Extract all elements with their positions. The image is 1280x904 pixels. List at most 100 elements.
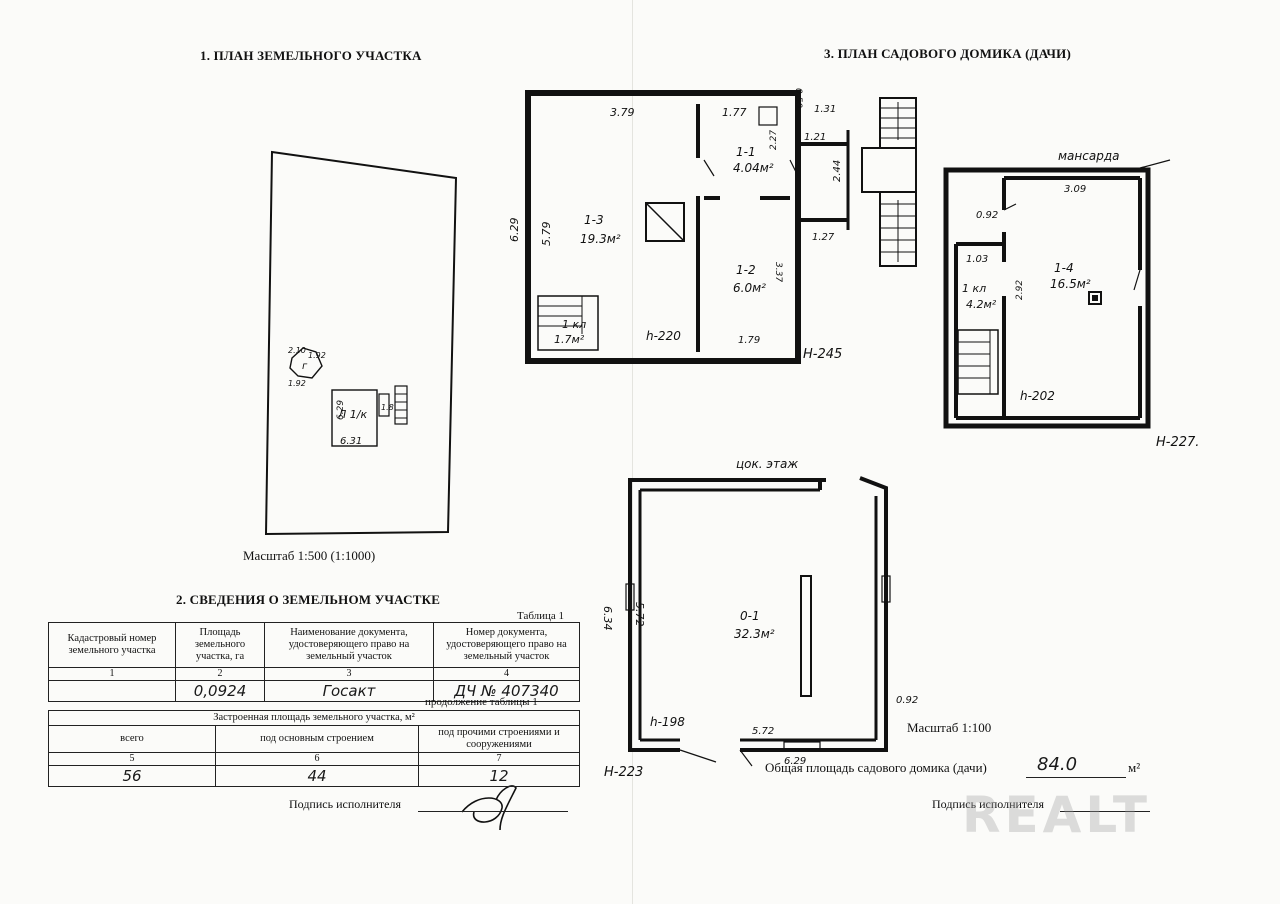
table1-num-3: 3 [264, 667, 434, 681]
table2-num-6: 6 [215, 752, 419, 766]
ff-dim-050: 0.50 [793, 88, 803, 108]
basement-dim-634: 6.34 [601, 606, 614, 631]
signature-label-2: Подпись исполнителя [932, 797, 1044, 811]
signature-label-1: Подпись исполнителя [289, 797, 401, 811]
basement-partition [800, 575, 812, 697]
attic-chimney [1088, 291, 1102, 305]
table1-val-doc-number: ДЧ № 407340 [433, 680, 580, 702]
plot-house [331, 389, 378, 447]
basement-height: h-198 [650, 715, 685, 729]
table1-num-2: 2 [175, 667, 265, 681]
signature-line-2 [1060, 811, 1150, 812]
ff-dim-629: 6.29 [508, 218, 521, 243]
attic-label: мансарда [1058, 149, 1119, 163]
ff-dim-127: 1.27 [812, 232, 835, 243]
ff-dim-177: 1.77 [722, 106, 747, 119]
attic-dim-309: 3.09 [1064, 184, 1086, 195]
total-area-unit: м² [1128, 760, 1141, 775]
table1-val-doc-name: Госакт [264, 680, 434, 702]
room-0-1-id: 0-1 [740, 609, 760, 623]
hex-dim-3: 1.92 [288, 379, 306, 388]
attic-stairs [957, 329, 999, 395]
table2-num-5: 5 [48, 752, 216, 766]
table2-header-main: под основным строением [215, 725, 419, 753]
ff-dim-244: 2.44 [832, 160, 843, 182]
basement-wall-left [628, 478, 826, 752]
attic-H: H-227. [1156, 435, 1199, 450]
table2-header-total: всего [48, 725, 216, 753]
table1-header-area: Площадь земельного участка, га [175, 622, 265, 668]
room-1-1-id: 1-1 [736, 145, 756, 159]
ff-dim-379: 3.79 [610, 106, 635, 119]
ff-storage-area: 1.7м² [554, 333, 585, 346]
plot-boundary [264, 150, 458, 536]
ff-storage-id: 1 кл [562, 318, 586, 331]
first-floor-storage [537, 295, 599, 351]
built-area-table: Застроенная площадь земельного участка, … [48, 710, 580, 787]
plot-porch-label: 1.8 [381, 403, 394, 412]
room-1-3-area: 19.3м² [580, 232, 621, 246]
table2-val-other: 12 [418, 765, 580, 787]
table2-val-main: 44 [215, 765, 419, 787]
stove [645, 202, 685, 242]
plot-plan-scale: Масштаб 1:500 (1:1000) [243, 548, 376, 563]
room-1-4-area: 16.5м² [1050, 277, 1091, 291]
house-plan-scale: Масштаб 1:100 [907, 720, 992, 735]
attic-storage-id: 1 кл [962, 282, 986, 295]
basement-label: цок. этаж [736, 457, 798, 471]
room-1-2-id: 1-2 [736, 263, 756, 277]
hex-dim-2: 1.92 [308, 351, 326, 360]
room-1-2-area: 6.0м² [733, 281, 766, 295]
room-0-1-area: 32.3м² [734, 627, 775, 641]
table1-num-1: 1 [48, 667, 176, 681]
total-area-label: Общая площадь садового домика (дачи) [765, 760, 987, 775]
plot-house-label: Л 1/к [337, 408, 367, 421]
hex-label: г [302, 361, 308, 372]
total-area-line [1026, 777, 1126, 778]
hex-dim-1: 2.10 [288, 346, 306, 355]
plot-info-table: Кадастровый номер земельного участка Пло… [48, 622, 580, 702]
table2-group-header: Застроенная площадь земельного участка, … [48, 710, 580, 726]
attic-height: h-202 [1020, 389, 1055, 403]
plot-plan-drawing [264, 150, 458, 536]
table2-val-total: 56 [48, 765, 216, 787]
plot-house-dim-side: 6.29 [336, 400, 346, 420]
table2-header-other: под прочими строениями и сооружениями [418, 725, 580, 753]
ff-dim-579: 5.79 [540, 222, 553, 247]
signature-1 [461, 785, 517, 831]
table1-header-doc-name: Наименование документа, удостоверяющего … [264, 622, 434, 668]
plot-plan-title: 1. ПЛАН ЗЕМЕЛЬНОГО УЧАСТКА [200, 48, 422, 63]
ff-dim-337: 3.37 [773, 262, 783, 282]
table1-continuation-label: продолжение таблицы 1 [425, 696, 538, 708]
basement-dim-629: 6.29 [784, 756, 806, 767]
signature-line-1 [418, 811, 568, 812]
ff-dim-121: 1.21 [804, 132, 826, 143]
basement-dim-572-h: 5.72 [752, 726, 774, 737]
plot-porch [378, 393, 390, 417]
ff-dim-227: 2.27 [769, 130, 779, 150]
table2-num-7: 7 [418, 752, 580, 766]
table1-val-cadastral [48, 680, 176, 702]
plot-info-title: 2. СВЕДЕНИЯ О ЗЕМЕЛЬНОМ УЧАСТКЕ [176, 592, 441, 607]
attic-dim-103: 1.03 [966, 254, 988, 265]
table1-val-area: 0,0924 [175, 680, 265, 702]
hex-structure [289, 347, 323, 379]
ff-H: H-245 [803, 347, 842, 362]
table1-header-doc-number: Номер документа, удостоверяющего право н… [433, 622, 580, 668]
table1-label: Таблица 1 [517, 610, 565, 622]
first-floor-outer-wall [525, 90, 801, 364]
attic-outer-wall [943, 167, 1151, 429]
watermark-logo: REALT [962, 786, 1152, 844]
basement-H: H-223 [604, 765, 643, 780]
attic-dim-092: 0.92 [976, 210, 998, 221]
ff-height: h-220 [646, 329, 681, 343]
attic-dim-292: 2.92 [1015, 280, 1025, 300]
table1-header-cadastral: Кадастровый номер земельного участка [48, 622, 176, 668]
first-floor-drawing [525, 90, 917, 364]
total-area-value: 84.0 [1037, 754, 1078, 775]
basement-wall-right [740, 476, 888, 752]
plot-house-dim-bottom: 6.31 [340, 436, 362, 447]
ff-dim-131: 1.31 [814, 104, 836, 115]
sink [758, 106, 778, 126]
